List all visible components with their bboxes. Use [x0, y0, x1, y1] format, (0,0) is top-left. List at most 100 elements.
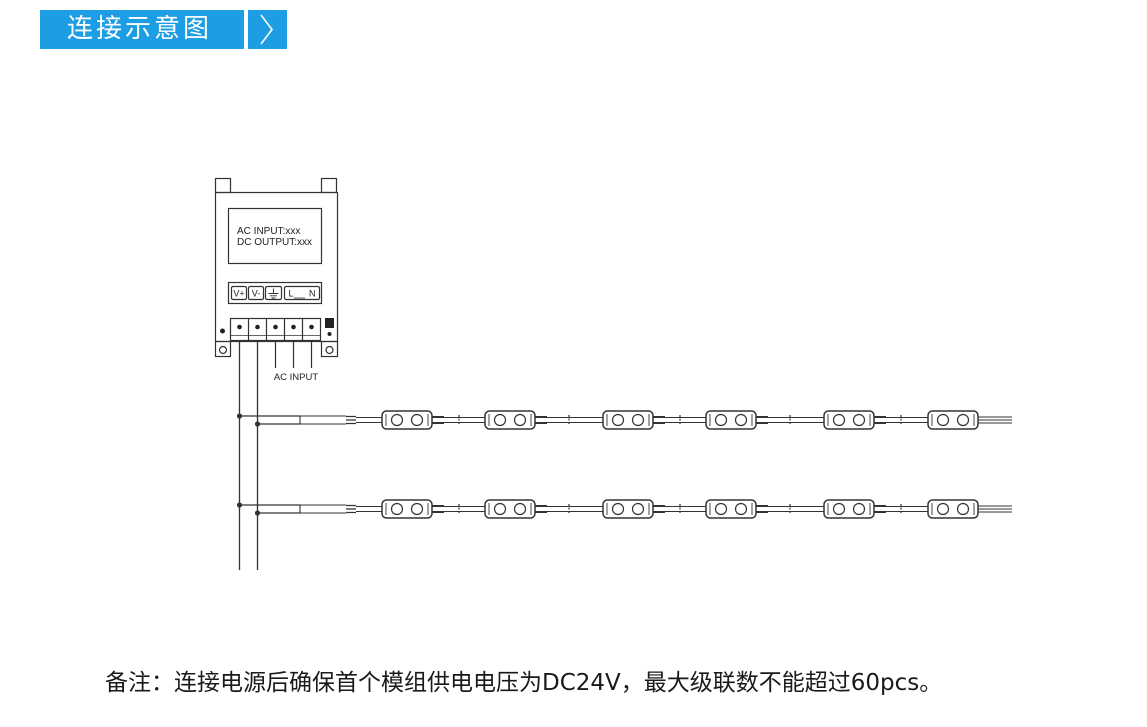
module-link-connector — [874, 504, 886, 514]
led-lens — [611, 502, 625, 516]
led-lens — [493, 502, 507, 516]
led-module — [705, 410, 757, 430]
mounting-hole-right — [325, 345, 334, 355]
led-module-housing — [602, 499, 654, 519]
remark-note: 备注：连接电源后确保首个模组供电电压为DC24V，最大级联数不能超过60pcs。 — [105, 670, 943, 696]
terminal-label-line-box — [283, 285, 321, 301]
terminal-screw-right — [327, 332, 332, 336]
led-lens — [390, 413, 404, 427]
lead-connector — [346, 504, 356, 514]
module-link-connector — [535, 415, 547, 425]
led-module-end-caps — [709, 503, 753, 515]
terminal-label-neutral: N — [309, 289, 316, 299]
terminal-label-live: L — [289, 289, 294, 299]
led-module — [602, 410, 654, 430]
led-module-end-caps — [606, 414, 650, 426]
led-module-end-caps — [606, 503, 650, 515]
led-module — [484, 499, 536, 519]
led-module-housing — [381, 499, 433, 519]
terminal-block — [220, 317, 334, 342]
led-module-end-caps — [488, 503, 532, 515]
led-lens — [832, 413, 846, 427]
led-module-housing — [381, 410, 433, 430]
module-link-connector — [653, 504, 665, 514]
led-module-housing — [705, 410, 757, 430]
led-lens — [936, 502, 950, 516]
led-lens — [513, 413, 527, 427]
lead-wire — [356, 416, 382, 424]
lead-connector — [346, 415, 356, 425]
led-lens — [832, 502, 846, 516]
led-module-end-caps — [931, 414, 975, 426]
led-module-end-caps — [488, 414, 532, 426]
terminal-screw-ground — [273, 324, 278, 330]
led-module-housing — [602, 410, 654, 430]
section-title: 连接示意图 — [40, 10, 244, 49]
led-lens — [631, 502, 645, 516]
terminal-block-housing — [229, 317, 322, 342]
led-module-end-caps — [385, 503, 429, 515]
module-link-connector — [756, 415, 768, 425]
chevron-right-stroke — [260, 14, 274, 45]
led-lens — [956, 502, 970, 516]
spec-label: AC INPUT:xxx DC OUTPUT:xxx — [227, 207, 323, 265]
tail-wire — [978, 505, 1012, 513]
terminal-screw-v-plus — [237, 324, 242, 330]
tail-wire — [978, 416, 1012, 424]
module-link-connector — [874, 415, 886, 425]
led-lens — [714, 413, 728, 427]
led-lens — [631, 413, 645, 427]
led-lens — [936, 413, 950, 427]
led-module — [381, 410, 433, 430]
section-header-arrow — [248, 10, 287, 49]
led-lens — [493, 413, 507, 427]
led-lens — [714, 502, 728, 516]
spec-label-box — [227, 207, 323, 265]
lead-wire — [356, 505, 382, 513]
led-lens — [956, 413, 970, 427]
terminal-label-v-plus-box — [230, 285, 248, 301]
led-module-housing — [927, 410, 979, 430]
led-module-housing — [484, 410, 536, 430]
led-lens — [390, 502, 404, 516]
led-module-end-caps — [827, 414, 871, 426]
led-module — [927, 410, 979, 430]
terminal-screw-neutral — [309, 324, 314, 330]
led-lens — [852, 413, 866, 427]
terminal-marker — [325, 318, 334, 328]
chevron-right-icon — [260, 14, 274, 45]
led-module-housing — [823, 499, 875, 519]
led-module-end-caps — [385, 414, 429, 426]
dc-output-wires — [238, 340, 259, 570]
led-module — [927, 499, 979, 519]
led-module-string — [236, 410, 1012, 430]
terminal-labels: V+ V- L N — [227, 281, 323, 305]
terminal-label-ground-box — [264, 285, 283, 301]
spec-dc-output: DC OUTPUT:xxx — [237, 237, 312, 248]
led-module — [823, 499, 875, 519]
module-link-connector — [535, 504, 547, 514]
led-lens — [852, 502, 866, 516]
power-supply-body — [214, 191, 339, 343]
led-module — [823, 410, 875, 430]
ac-input-wires: AC INPUT — [274, 340, 318, 383]
power-supply: AC INPUT:xxx DC OUTPUT:xxx V+ V- L N — [214, 177, 339, 358]
led-lens — [734, 413, 748, 427]
terminal-label-strip — [227, 281, 323, 305]
led-module-string — [236, 499, 1012, 519]
led-lens — [734, 502, 748, 516]
terminal-screw-live — [291, 324, 296, 330]
lead-cable — [299, 415, 346, 425]
terminal-label-v-minus: V- — [252, 289, 261, 299]
led-lens — [513, 502, 527, 516]
module-link-connector — [653, 415, 665, 425]
power-supply-tab-top-right — [320, 177, 338, 194]
led-module-end-caps — [709, 414, 753, 426]
power-supply-tab-bottom-left — [214, 340, 232, 358]
led-module-strings — [236, 410, 1012, 519]
led-lens — [611, 413, 625, 427]
led-lens — [410, 502, 424, 516]
ground-icon — [268, 288, 279, 299]
power-supply-tab-top-left — [214, 177, 232, 194]
